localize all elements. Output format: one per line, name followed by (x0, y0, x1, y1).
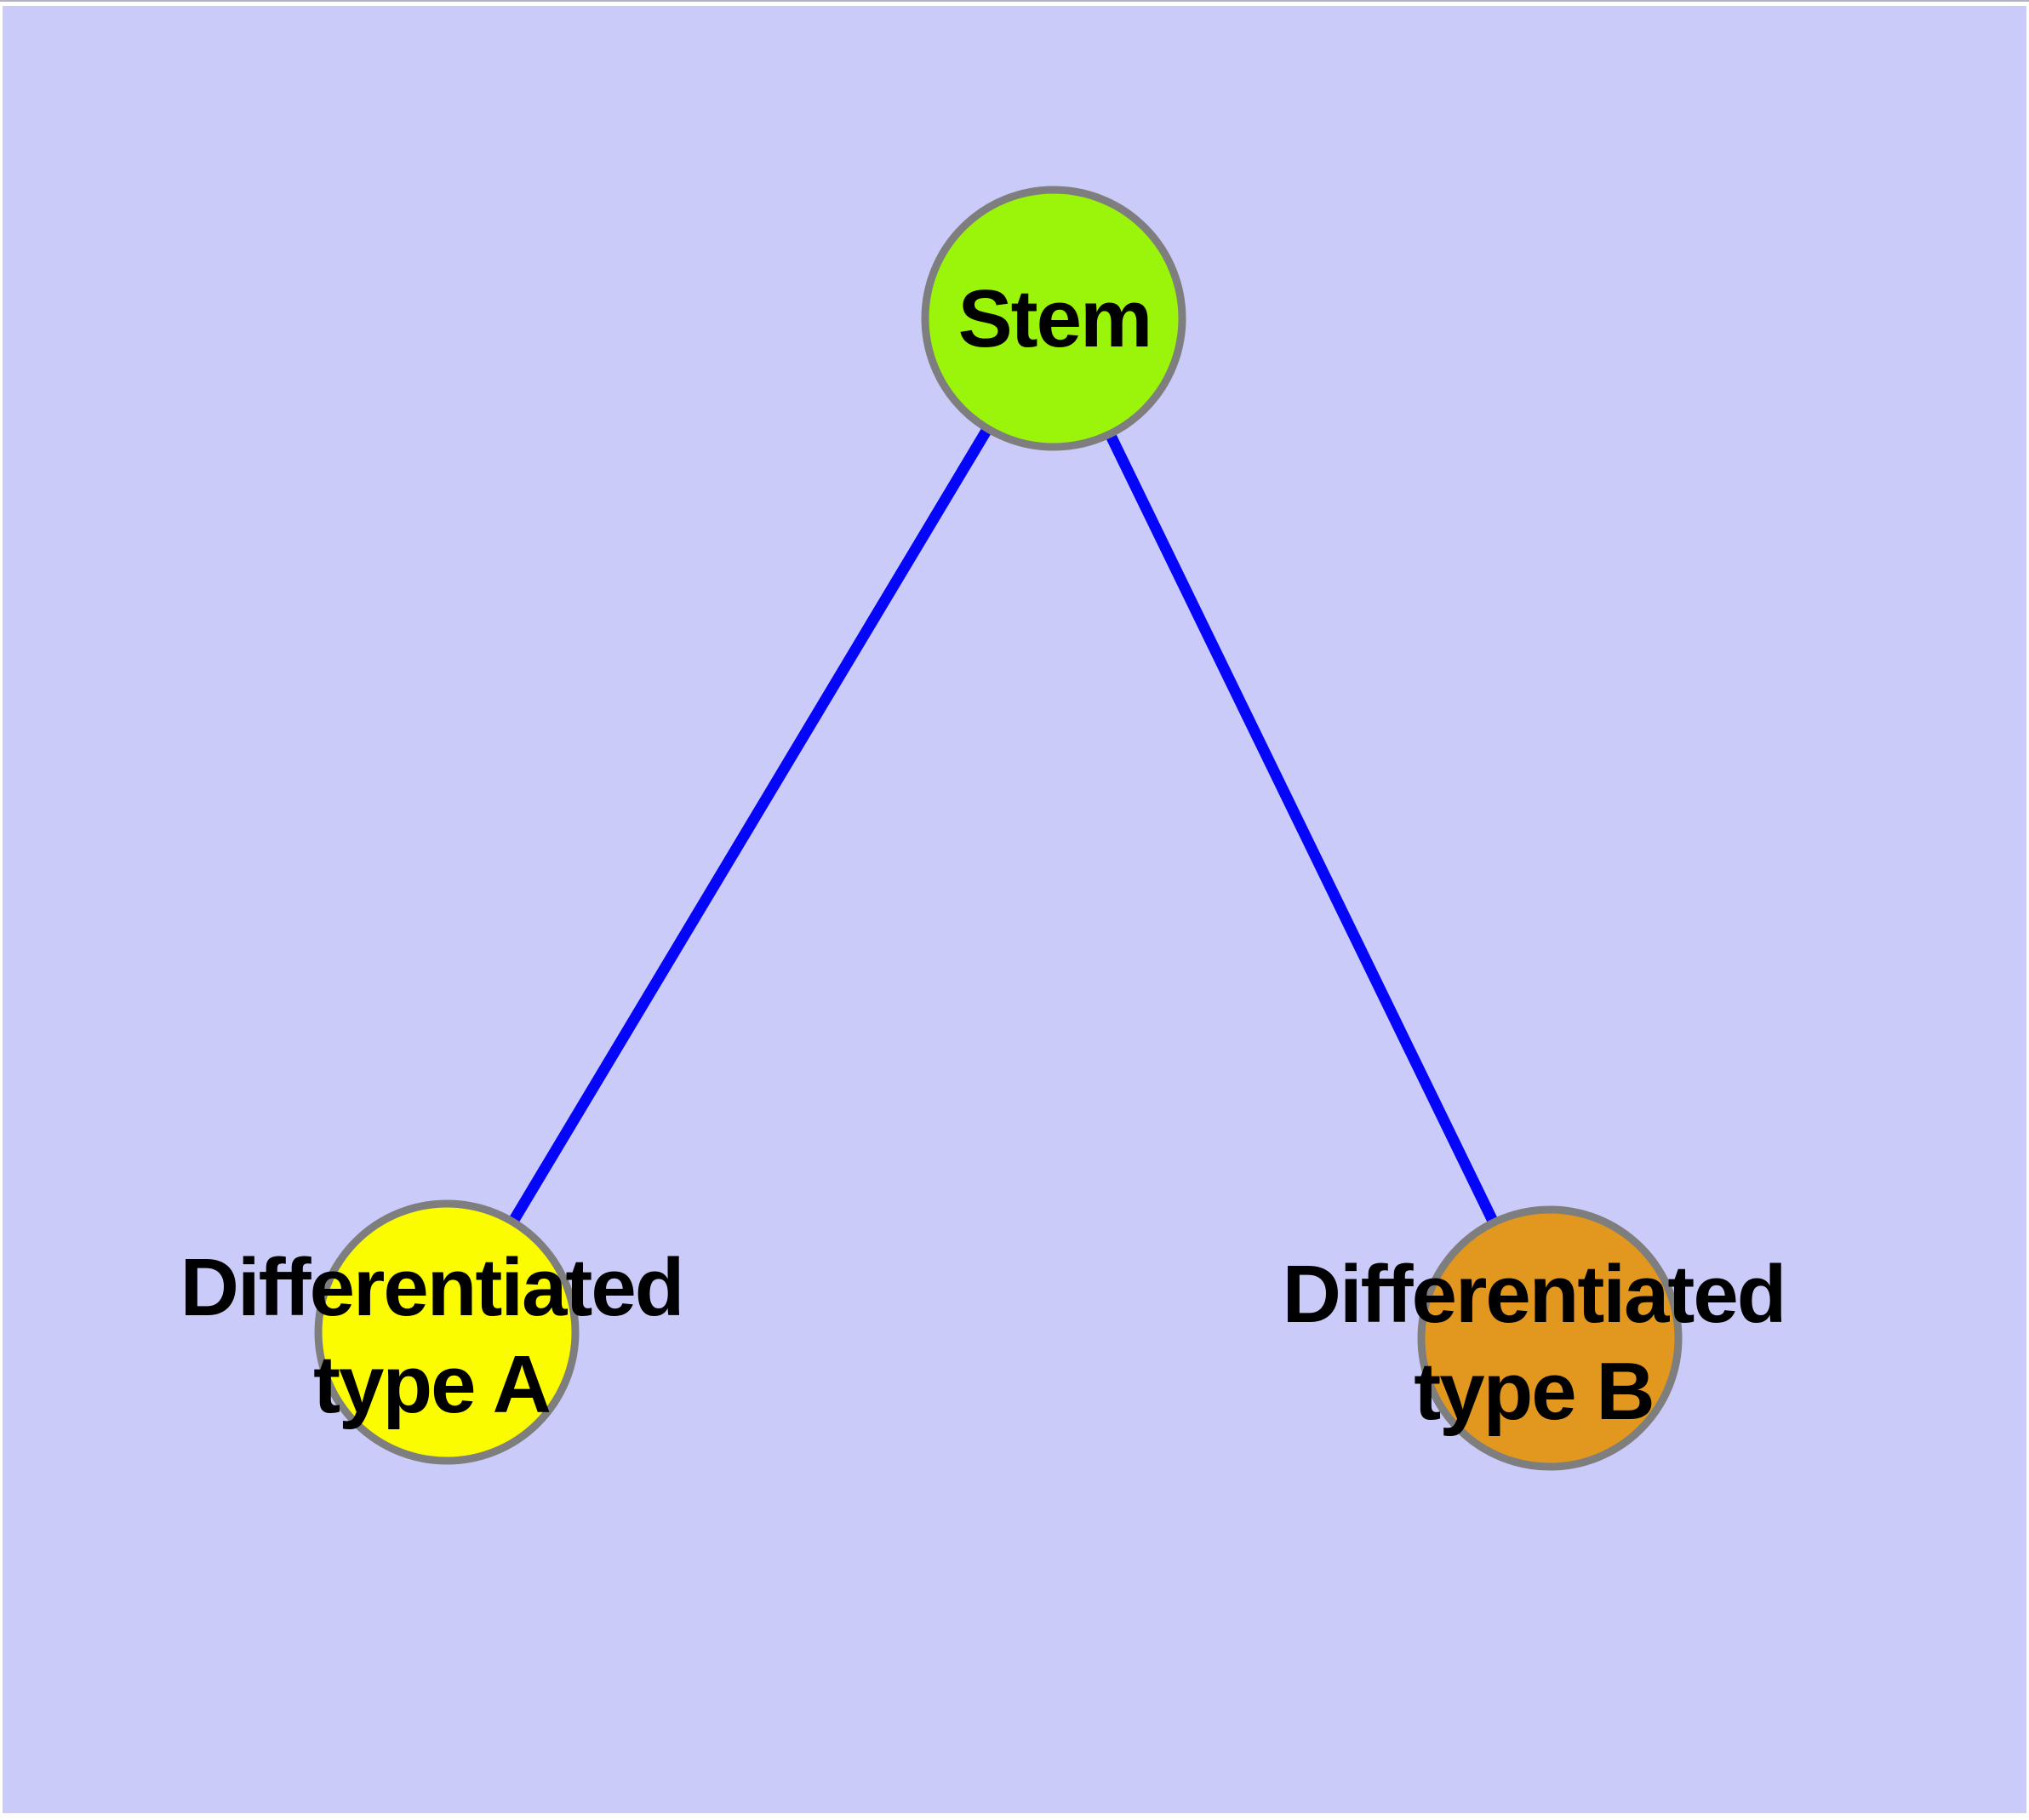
label-line: Differentiated (180, 1242, 685, 1333)
label-line: type B (1414, 1346, 1655, 1437)
node-label-type-b: Differentiated type B (1282, 1246, 1787, 1440)
top-hairline (0, 0, 2029, 2)
node-label-type-a: Differentiated type A (180, 1239, 685, 1434)
label-line: type A (313, 1339, 552, 1430)
node-circle-stem (921, 186, 1186, 451)
node-circle-type-a (314, 1199, 580, 1465)
node-label-stem: Stem (957, 271, 1153, 368)
label-line: Stem (957, 273, 1153, 364)
edge-stem-type-b (1049, 316, 1555, 1341)
node-circle-type-b (1417, 1205, 1683, 1471)
edge-stem-type-a (442, 315, 1059, 1336)
label-line: Differentiated (1282, 1249, 1787, 1340)
